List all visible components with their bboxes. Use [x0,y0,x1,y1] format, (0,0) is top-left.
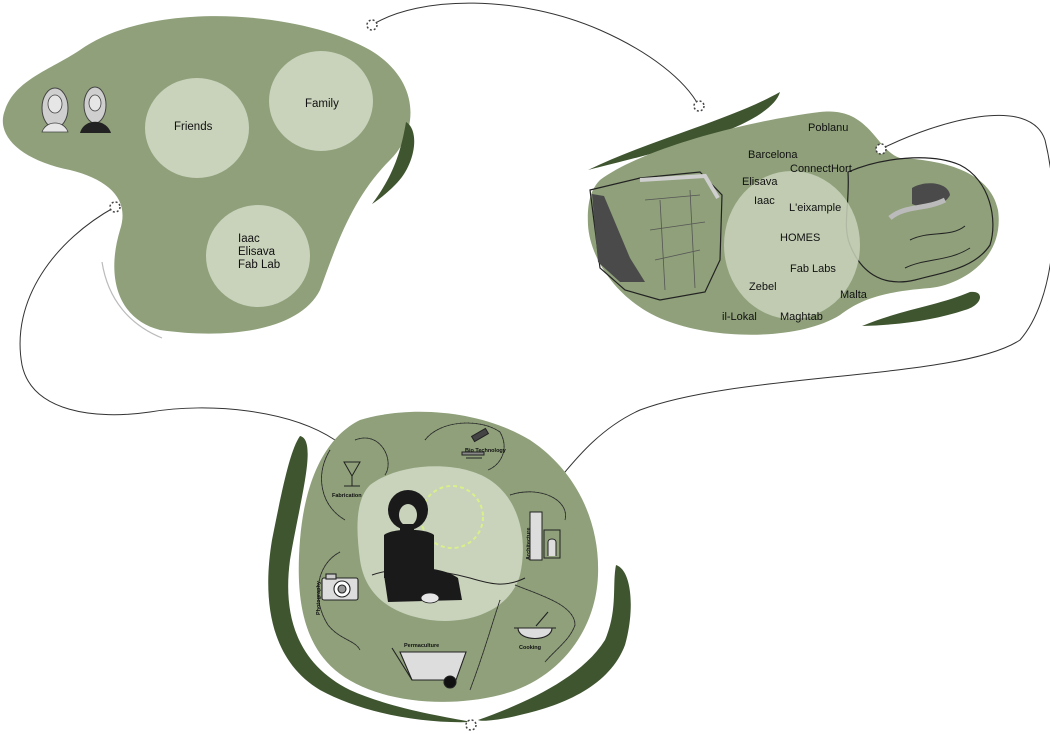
places-map-group: Poblanu Barcelona ConnectHort Elisava Ia… [587,92,999,335]
label-architecture: Architecture [526,528,532,560]
label-permaculture: Permaculture [404,643,439,649]
label-friends: Friends [174,121,213,133]
map-coast-right [888,197,947,221]
building-icon [529,511,561,561]
label-barcelona: Barcelona [748,149,798,161]
label-family: Family [305,98,339,110]
label-il-lokal: il-Lokal [722,311,757,323]
skills-accent-left [268,436,472,723]
node-marker-left [109,201,121,213]
portrait-icon-dark [80,86,111,133]
places-accent-bottom [862,291,981,326]
skills-accent-right [478,565,631,721]
label-fablabs: Fab Labs [790,263,836,275]
label-maghtab: Maghtab [780,311,823,323]
homes-light-zone [724,171,860,319]
connector-right [559,114,1050,479]
drafting-table-icon [343,461,361,487]
label-zebel: Zebel [749,281,777,293]
map-inlet-right [904,225,971,269]
personal-accent-stroke [372,122,415,204]
node-marker-places-left [693,100,705,112]
label-homes: HOMES [780,232,820,244]
map-district-left [589,171,723,301]
label-elisava: Elisava [238,246,276,258]
institutions-bubble [206,205,310,307]
label-leixample: L'eixample [789,202,841,214]
cooking-pot-icon [514,611,556,640]
label-fabrication: Fabrication [332,493,362,499]
label-fablab: Fab Lab [238,259,280,271]
connector-left [19,206,336,441]
personal-circle-group: Friends Family Iaac Elisava Fab Lab [2,16,415,339]
connector-top [371,2,700,107]
label-connecthort: ConnectHort [790,163,852,175]
label-malta: Malta [840,289,868,301]
family-bubble [269,51,373,151]
node-markers [109,19,887,731]
person-icon [384,490,462,604]
node-marker-bottom [465,719,477,731]
map-water-left [592,194,645,282]
label-iaac: Iaac [238,233,260,245]
node-marker-places-right [875,143,887,155]
connector-lines [19,2,1050,479]
camera-icon [321,573,359,601]
label-cooking: Cooking [519,645,541,651]
map-block-left [644,189,706,291]
label-poblanu: Poblanu [808,122,848,134]
label-photography: Photography [316,580,322,615]
highlight-dashed-ring [420,485,484,549]
skills-circle-group: Bio Technology Fabrication Architecture … [268,411,631,723]
places-accent-top [588,92,780,170]
label-biotechnology: Bio Technology [465,448,507,454]
microscope-icon [461,427,490,459]
label-iaac-map: Iaac [754,195,775,207]
map-street-left [639,173,720,200]
vine-lines-solid [317,422,576,691]
wheelbarrow-icon [391,647,467,689]
friends-bubble [145,78,249,178]
portrait-icon [41,87,69,133]
label-elisava-map: Elisava [742,176,778,188]
personal-shadow-stroke [101,261,163,339]
node-marker-top [366,19,378,31]
